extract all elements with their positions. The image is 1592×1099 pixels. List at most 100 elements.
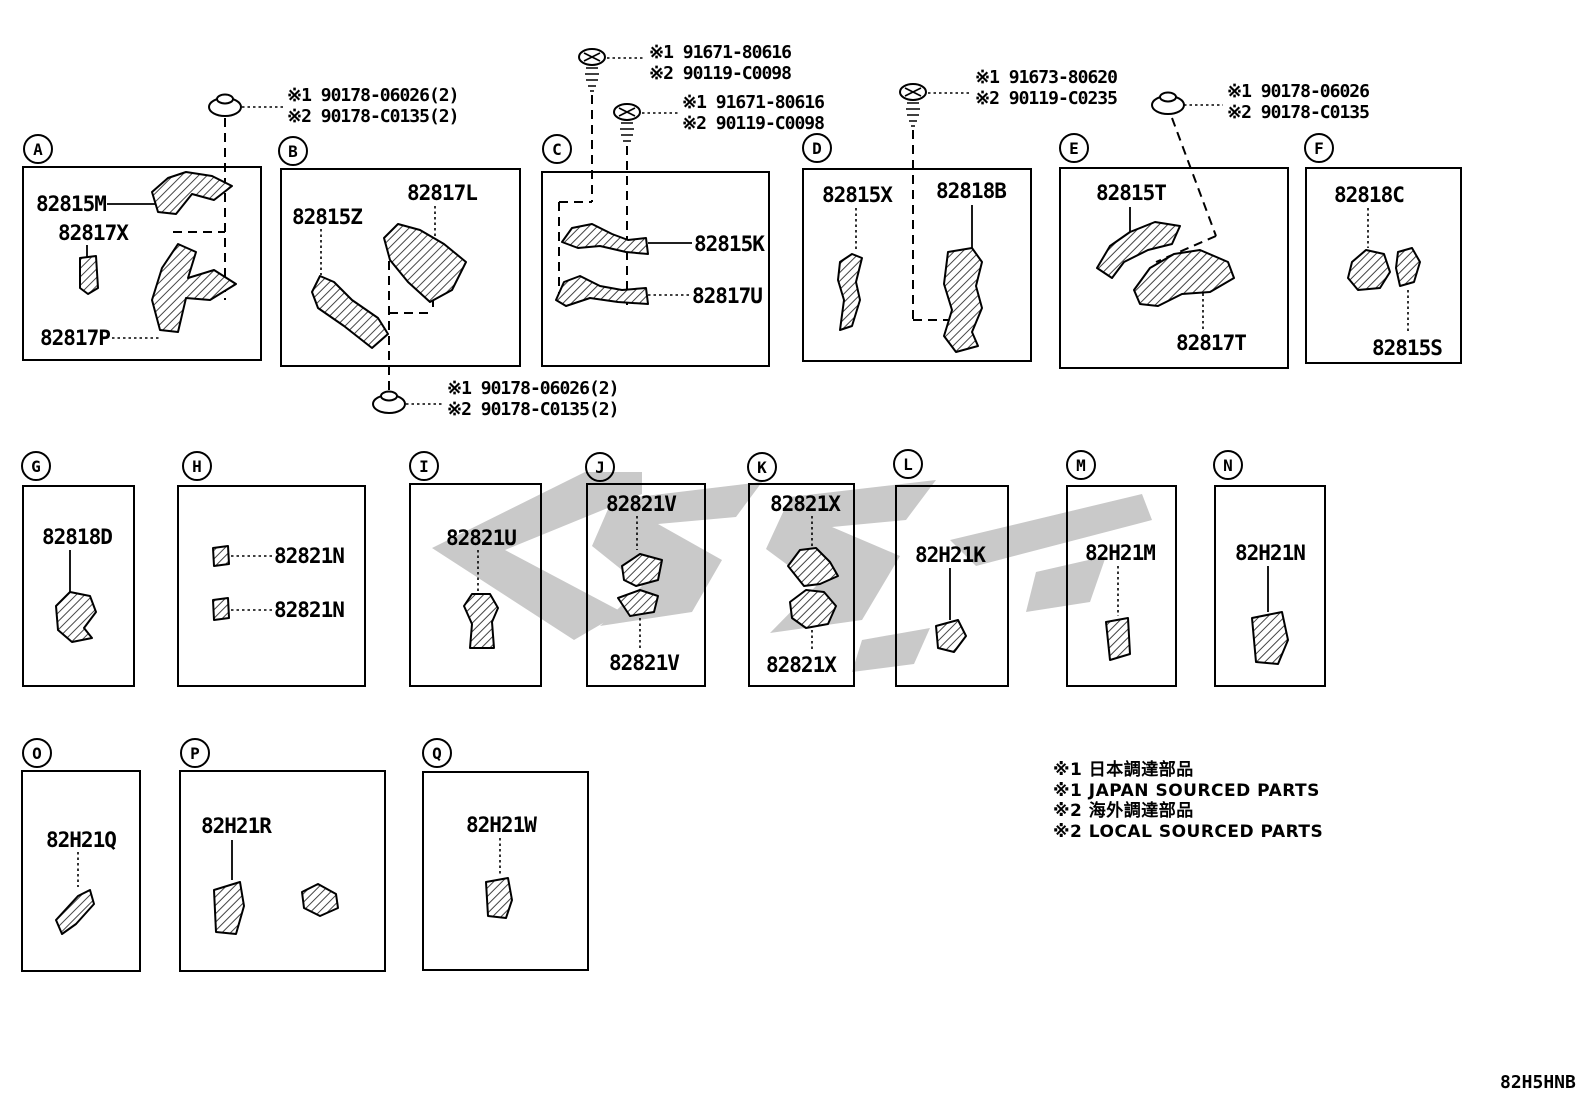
section-o-box bbox=[21, 770, 141, 972]
part-82817U-drawing bbox=[555, 275, 649, 307]
part-label: 82818B bbox=[936, 179, 1007, 203]
part-82821U-drawing bbox=[463, 593, 499, 649]
part-82817P-drawing bbox=[151, 243, 237, 333]
part-82815M-drawing bbox=[151, 171, 233, 215]
section-g-letter: G bbox=[21, 451, 51, 481]
section-b-box bbox=[280, 168, 521, 367]
part-label: 82817L bbox=[407, 181, 478, 205]
part-82815S-drawing bbox=[1395, 247, 1421, 287]
section-k-letter: K bbox=[747, 452, 777, 482]
part-label: 82H21M bbox=[1085, 541, 1156, 565]
section-a-box bbox=[22, 166, 262, 361]
section-g-box bbox=[22, 485, 135, 687]
part-82H21R-drawing bbox=[213, 881, 245, 935]
part-label: 82815T bbox=[1096, 181, 1167, 205]
grommet-icon bbox=[208, 93, 242, 117]
section-f-letter: F bbox=[1304, 133, 1334, 163]
part-82815T-drawing bbox=[1096, 221, 1181, 279]
part-82H21M-drawing bbox=[1105, 617, 1131, 661]
part-label: 82815X bbox=[822, 183, 893, 207]
fastener-callout-b: ※1 90178-06026(2)※2 90178-C0135(2) bbox=[447, 378, 619, 420]
fastener-callout-a: ※1 90178-06026(2)※2 90178-C0135(2) bbox=[287, 85, 459, 127]
fastener-callout-d: ※1 91673-80620※2 90119-C0235 bbox=[975, 67, 1118, 109]
part-82817L-drawing bbox=[383, 223, 467, 303]
section-h-box bbox=[177, 485, 366, 687]
section-m-letter: M bbox=[1066, 450, 1096, 480]
part-label: 82817T bbox=[1176, 331, 1247, 355]
section-k-box bbox=[748, 483, 855, 687]
part-82H21K-drawing bbox=[935, 619, 967, 653]
part-82815X-drawing bbox=[837, 253, 863, 331]
part-label: 82821U bbox=[446, 526, 517, 550]
section-e-letter: E bbox=[1059, 133, 1089, 163]
part-label: 82818C bbox=[1334, 183, 1405, 207]
fastener-callout-e: ※1 90178-06026※2 90178-C0135 bbox=[1227, 81, 1370, 123]
section-m-box bbox=[1066, 485, 1177, 687]
part-82817X-drawing bbox=[79, 255, 99, 295]
screw-icon bbox=[578, 48, 606, 92]
section-p-letter: P bbox=[180, 738, 210, 768]
part-82H21N-drawing bbox=[1251, 611, 1289, 665]
grommet-icon bbox=[372, 390, 406, 414]
part-drawings bbox=[55, 171, 1421, 935]
section-e-box bbox=[1059, 167, 1289, 369]
part-82818B-drawing bbox=[943, 247, 983, 353]
fastener-callout-c-upper: ※1 91671-80616※2 90119-C0098 bbox=[649, 42, 792, 84]
section-q-letter: Q bbox=[422, 738, 452, 768]
part-label: 82815S bbox=[1372, 336, 1443, 360]
part-label: 82821X bbox=[766, 653, 837, 677]
section-q-box bbox=[422, 771, 589, 971]
legend-line: ※2 LOCAL SOURCED PARTS bbox=[1053, 821, 1324, 842]
part-82818D-drawing bbox=[55, 591, 97, 643]
section-h-letter: H bbox=[182, 451, 212, 481]
section-l-box bbox=[895, 485, 1009, 687]
section-f-box bbox=[1305, 167, 1462, 364]
part-label: 82815Z bbox=[292, 205, 363, 229]
section-a-letter: A bbox=[23, 134, 53, 164]
section-l-letter: L bbox=[893, 449, 923, 479]
screw-icon bbox=[899, 83, 927, 127]
part-label: 82821V bbox=[606, 492, 677, 516]
part-label: 82815K bbox=[694, 232, 765, 256]
part-label: 82H21Q bbox=[46, 828, 117, 852]
part-label: 82817X bbox=[58, 221, 129, 245]
section-n-letter: N bbox=[1213, 450, 1243, 480]
sourcing-legend: ※1 日本調達部品 ※1 JAPAN SOURCED PARTS ※2 海外調達… bbox=[1053, 760, 1323, 842]
part-label: 82H21W bbox=[466, 813, 537, 837]
part-label: 82815M bbox=[36, 192, 107, 216]
section-c-letter: C bbox=[542, 134, 572, 164]
part-label: 82821N bbox=[274, 598, 345, 622]
screw-icon bbox=[613, 103, 641, 142]
section-p-box bbox=[179, 770, 386, 972]
part-82821X-lower-drawing bbox=[789, 589, 837, 629]
legend-line: ※1 JAPAN SOURCED PARTS bbox=[1053, 780, 1320, 801]
part-label: 82821X bbox=[770, 492, 841, 516]
part-label: 82821V bbox=[609, 651, 680, 675]
section-d-letter: D bbox=[802, 133, 832, 163]
section-i-letter: I bbox=[409, 451, 439, 481]
legend-line: ※1 日本調達部品 bbox=[1053, 760, 1194, 780]
dashed-locator-lines bbox=[173, 95, 1217, 392]
part-label: 82H21N bbox=[1235, 541, 1306, 565]
part-82817T-drawing bbox=[1133, 249, 1235, 307]
section-o-letter: O bbox=[22, 738, 52, 768]
part-label: 82817P bbox=[40, 326, 111, 350]
part-82821X-upper-drawing bbox=[787, 547, 839, 587]
fastener-callout-c-lower: ※1 91671-80616※2 90119-C0098 bbox=[682, 92, 825, 134]
part-label: 82821N bbox=[274, 544, 345, 568]
part-82H21R-mate-drawing bbox=[301, 883, 339, 917]
part-82818C-drawing bbox=[1347, 249, 1391, 291]
part-82821V-lower-drawing bbox=[617, 589, 659, 617]
part-label: 82817U bbox=[692, 284, 763, 308]
part-82H21W-drawing bbox=[485, 877, 513, 919]
section-j-letter: J bbox=[585, 452, 615, 482]
dotted-leader-lines bbox=[77, 57, 1409, 887]
grommet-icon bbox=[1151, 91, 1185, 115]
part-82821V-upper-drawing bbox=[621, 553, 663, 587]
section-j-box bbox=[586, 483, 706, 687]
part-label: 82H21R bbox=[201, 814, 272, 838]
part-label: 82818D bbox=[42, 525, 113, 549]
